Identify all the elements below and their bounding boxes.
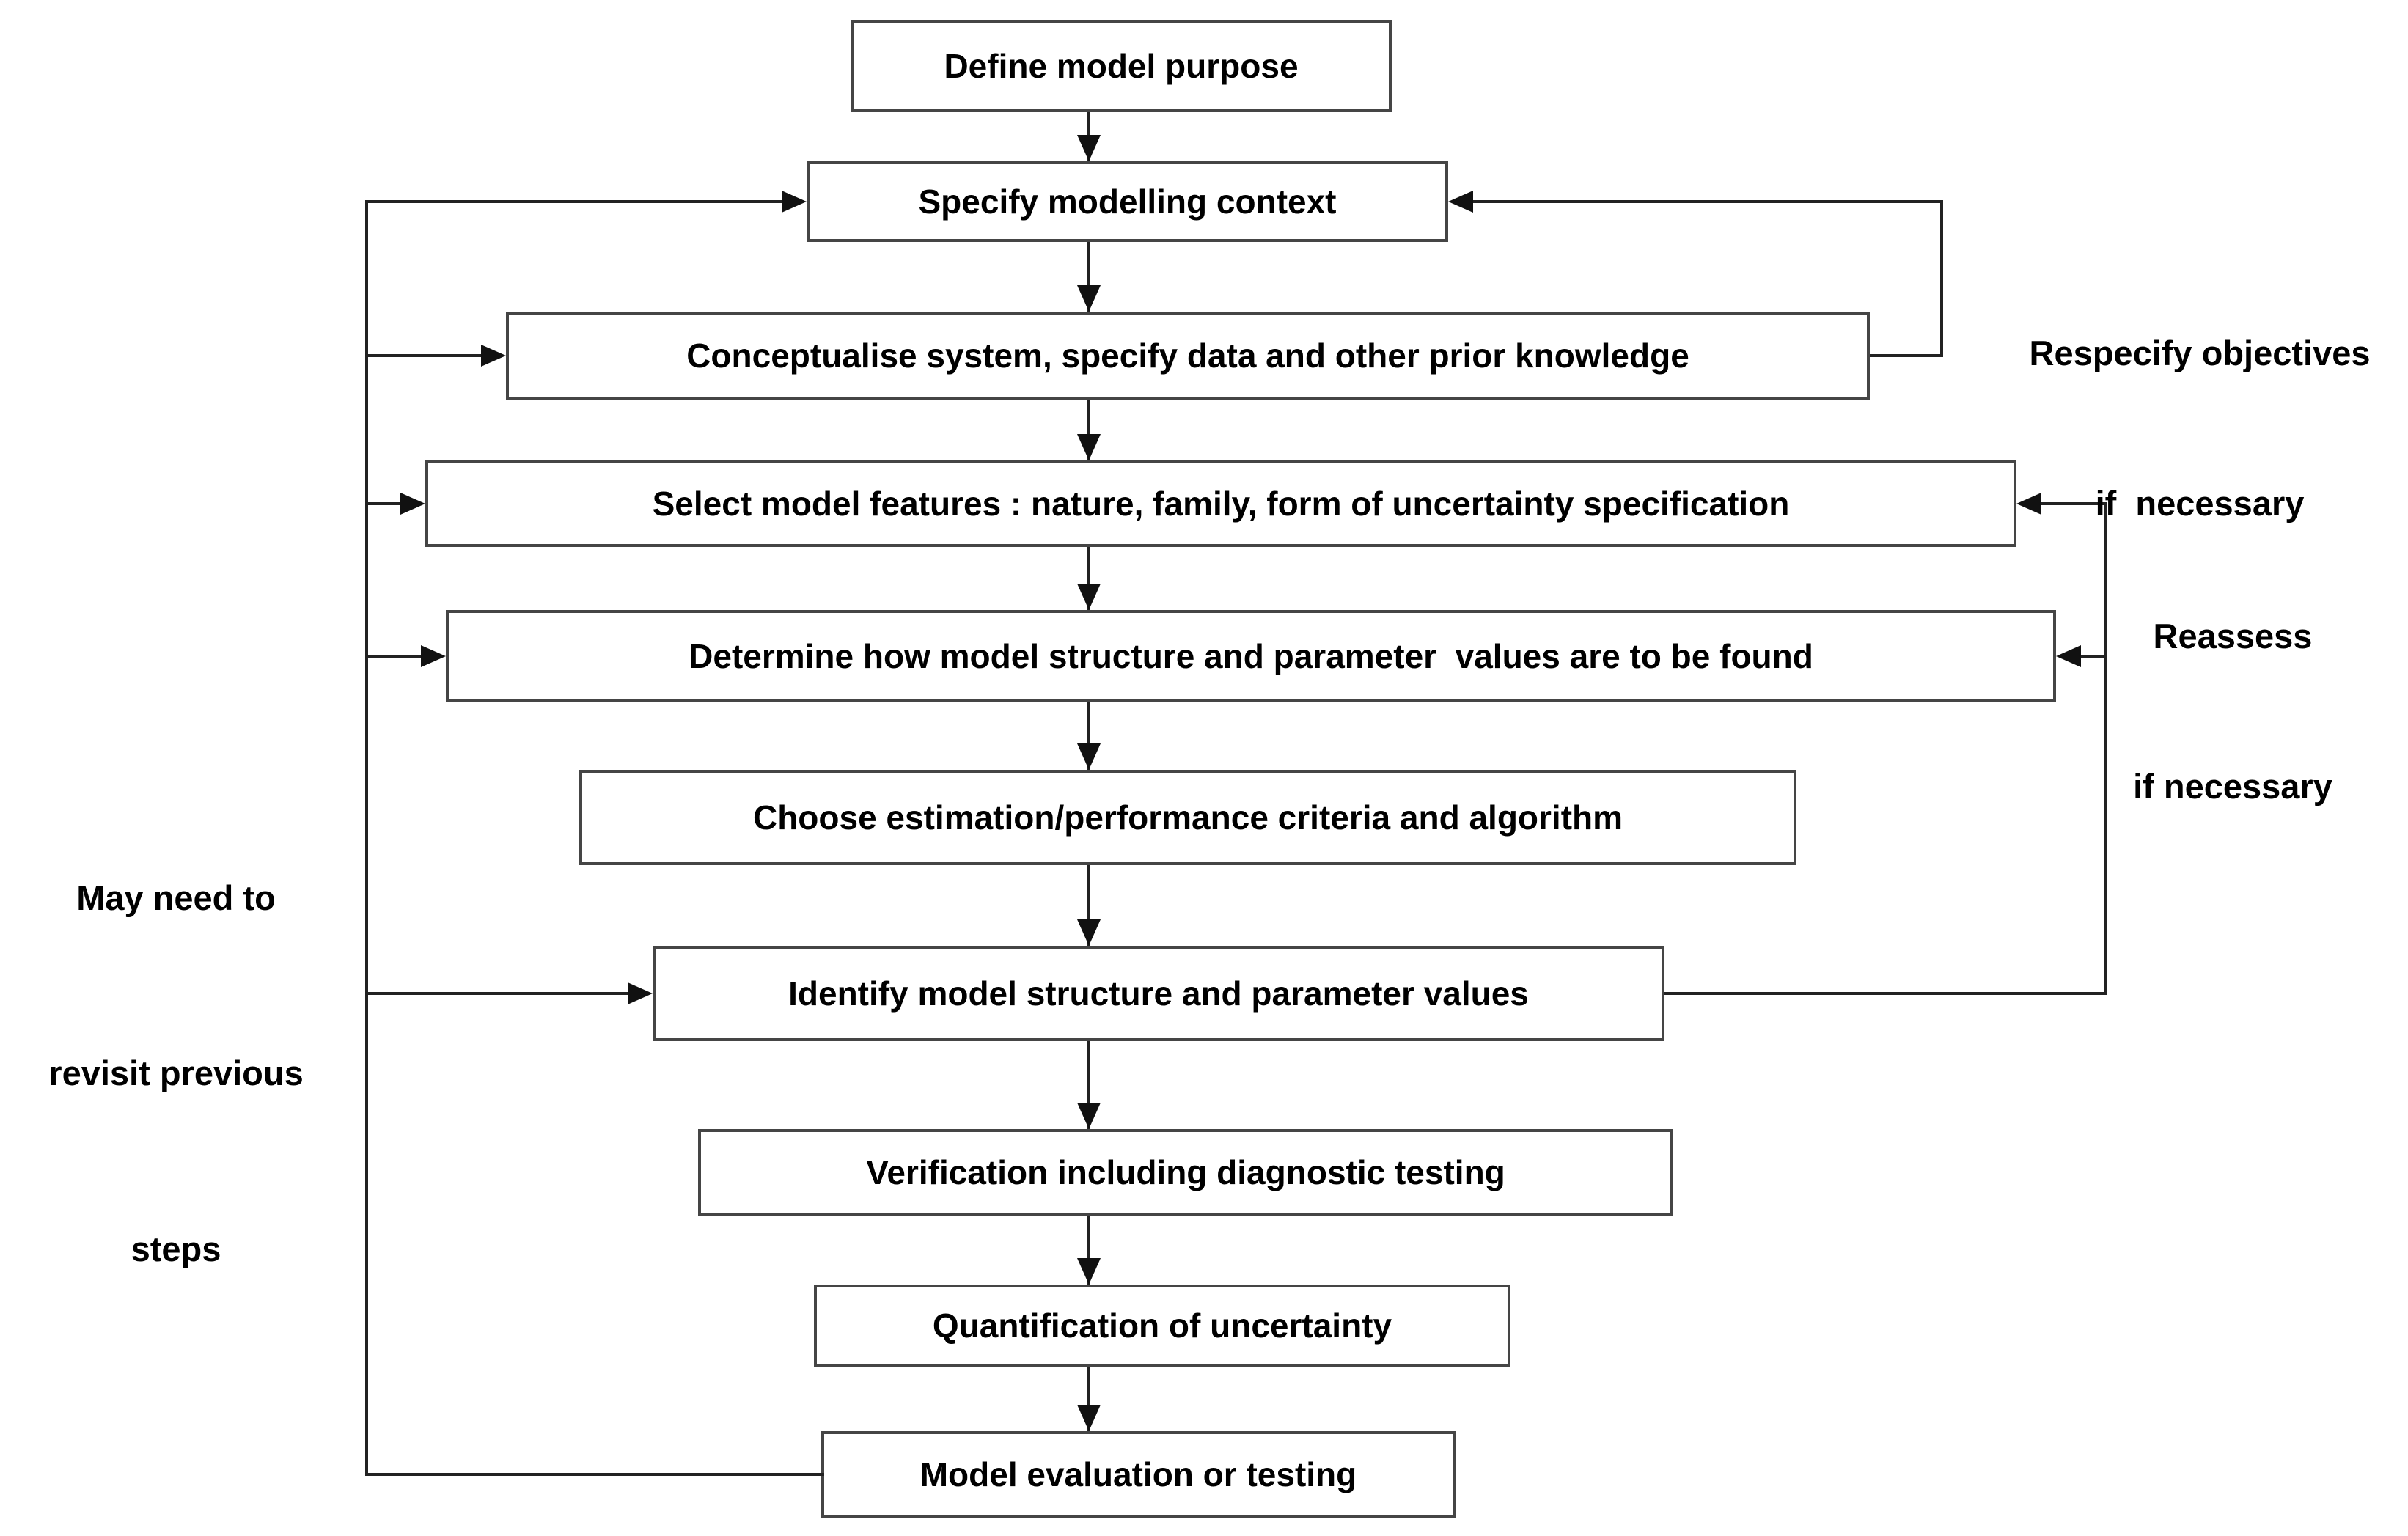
edge-conceptualise-select-line xyxy=(1087,400,1090,460)
arrowhead-down-icon xyxy=(1077,919,1101,946)
feedback-revisit-branch-identify-line xyxy=(367,992,631,995)
arrowhead-down-icon xyxy=(1077,1103,1101,1129)
annotation-line: if necessary xyxy=(2095,483,2305,523)
node-label: Model evaluation or testing xyxy=(919,1455,1357,1493)
arrowhead-left-icon xyxy=(1448,191,1473,213)
feedback-revisit-vertical-line xyxy=(365,200,368,1476)
edge-verification-quantification-line xyxy=(1087,1216,1090,1285)
node-identify-structure-parameters: Identify model structure and parameter v… xyxy=(653,946,1664,1041)
arrowhead-left-icon xyxy=(2056,645,2081,667)
arrowhead-right-icon xyxy=(782,191,807,213)
feedback-revisit-branch-select-line xyxy=(367,502,403,505)
edge-specify-conceptualise-line xyxy=(1087,242,1090,312)
node-label: Verification including diagnostic testin… xyxy=(866,1153,1505,1191)
node-label: Select model features : nature, family, … xyxy=(652,484,1790,523)
node-determine-structure-parameters: Determine how model structure and parame… xyxy=(446,610,2056,702)
feedback-respecify-source-conceptualise-line xyxy=(1870,354,1943,357)
arrowhead-down-icon xyxy=(1077,434,1101,460)
annotation-line: if necessary xyxy=(2133,766,2332,806)
node-label: Identify model structure and parameter v… xyxy=(788,974,1529,1013)
annotation-line: steps xyxy=(131,1230,221,1269)
annotation-respecify-objectives: Respecify objectives if necessary xyxy=(1980,229,2408,628)
node-label: Define model purpose xyxy=(944,46,1299,85)
node-choose-estimation-criteria: Choose estimation/performance criteria a… xyxy=(579,770,1796,865)
feedback-revisit-branch-specify-line xyxy=(367,200,785,203)
arrowhead-down-icon xyxy=(1077,584,1101,610)
feedback-reassess-source-identify-line xyxy=(1664,992,2107,995)
edge-identify-verification-line xyxy=(1087,1041,1090,1129)
arrowhead-down-icon xyxy=(1077,1258,1101,1285)
node-label: Specify modelling context xyxy=(918,182,1337,221)
arrowhead-right-icon xyxy=(481,345,506,367)
node-model-evaluation: Model evaluation or testing xyxy=(821,1431,1456,1518)
edge-select-determine-line xyxy=(1087,547,1090,610)
arrowhead-down-icon xyxy=(1077,743,1101,770)
arrowhead-right-icon xyxy=(400,493,425,515)
annotation-reassess: Reassess if necessary xyxy=(2049,512,2408,911)
node-specify-modelling-context: Specify modelling context xyxy=(807,161,1448,242)
feedback-reassess-vertical-line xyxy=(2104,502,2107,995)
edge-quantification-modeleval-line xyxy=(1087,1367,1090,1431)
edge-choose-identify-line xyxy=(1087,865,1090,946)
feedback-revisit-branch-determine-line xyxy=(367,655,424,658)
feedback-revisit-branch-conceptualise-line xyxy=(367,354,484,357)
arrowhead-down-icon xyxy=(1077,1405,1101,1431)
arrowhead-down-icon xyxy=(1077,285,1101,312)
arrowhead-right-icon xyxy=(421,645,446,667)
annotation-line: May need to xyxy=(76,878,276,917)
arrowhead-right-icon xyxy=(628,982,653,1004)
annotation-revisit-previous-steps: May need to revisit previous steps xyxy=(15,752,337,1396)
feedback-respecify-vertical-line xyxy=(1940,200,1943,357)
feedback-reassess-target-select-line xyxy=(2041,502,2107,505)
node-quantification-uncertainty: Quantification of uncertainty xyxy=(814,1285,1510,1367)
node-define-model-purpose: Define model purpose xyxy=(851,20,1392,112)
feedback-revisit-source-modeleval-line xyxy=(367,1473,824,1476)
arrowhead-left-icon xyxy=(2016,493,2041,515)
node-label: Conceptualise system, specify data and o… xyxy=(686,336,1689,375)
annotation-line: Respecify objectives xyxy=(2029,334,2371,373)
feedback-respecify-target-specify-line xyxy=(1473,200,1943,203)
annotation-line: Reassess xyxy=(2153,617,2313,656)
annotation-line: revisit previous xyxy=(48,1054,304,1093)
node-label: Determine how model structure and parame… xyxy=(689,636,1813,675)
node-label: Quantification of uncertainty xyxy=(932,1306,1392,1345)
feedback-reassess-target-determine-line xyxy=(2081,655,2107,658)
node-label: Choose estimation/performance criteria a… xyxy=(752,798,1623,837)
arrowhead-down-icon xyxy=(1077,135,1101,161)
node-select-model-features: Select model features : nature, family, … xyxy=(425,460,2016,547)
node-verification: Verification including diagnostic testin… xyxy=(698,1129,1673,1216)
edge-determine-choose-line xyxy=(1087,702,1090,770)
node-conceptualise-system: Conceptualise system, specify data and o… xyxy=(506,312,1870,400)
